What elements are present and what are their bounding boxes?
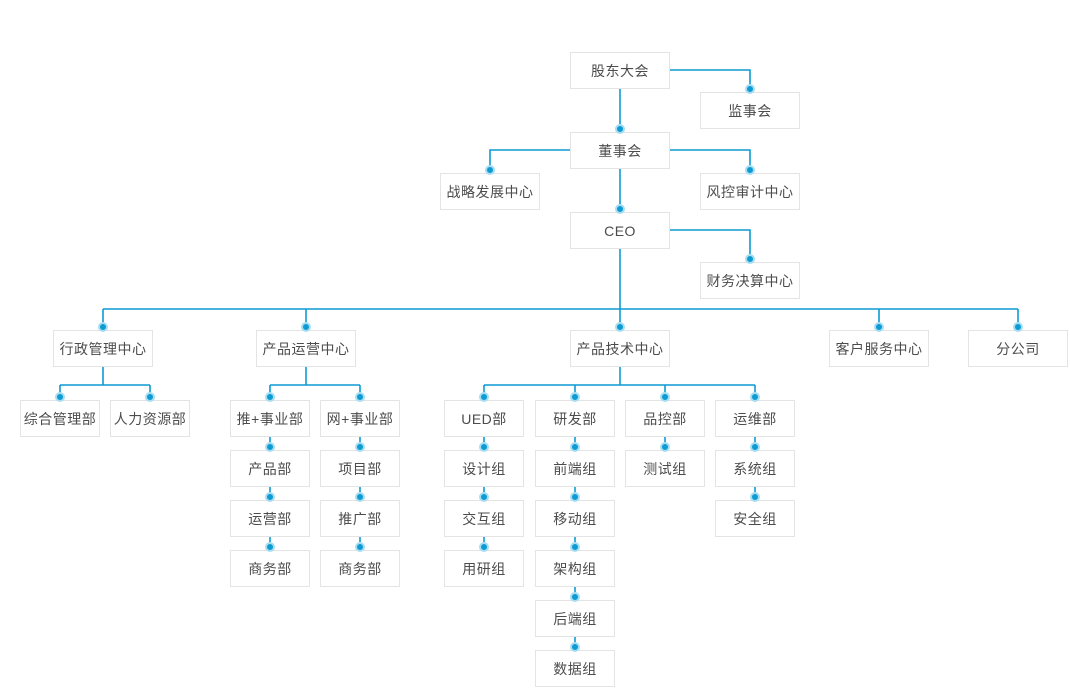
node-risk-audit-center[interactable]: 风控审计中心: [700, 173, 800, 210]
node-ceo[interactable]: CEO: [570, 212, 670, 249]
node-promotion-dept[interactable]: 推广部: [320, 500, 400, 537]
node-finance-center[interactable]: 财务决算中心: [700, 262, 800, 299]
node-product-ops-center[interactable]: 产品运营中心: [256, 330, 356, 367]
node-branch-company[interactable]: 分公司: [968, 330, 1068, 367]
node-design-group[interactable]: 设计组: [444, 450, 524, 487]
node-admin-center[interactable]: 行政管理中心: [53, 330, 153, 367]
node-testing-group[interactable]: 测试组: [625, 450, 705, 487]
node-project-dept[interactable]: 项目部: [320, 450, 400, 487]
node-product-dept[interactable]: 产品部: [230, 450, 310, 487]
node-supervisory-board[interactable]: 监事会: [700, 92, 800, 129]
node-qc-dept[interactable]: 品控部: [625, 400, 705, 437]
node-backend-group[interactable]: 后端组: [535, 600, 615, 637]
node-customer-service-center[interactable]: 客户服务中心: [829, 330, 929, 367]
node-business-dept-tui[interactable]: 商务部: [230, 550, 310, 587]
node-product-tech-center[interactable]: 产品技术中心: [570, 330, 670, 367]
node-interaction-group[interactable]: 交互组: [444, 500, 524, 537]
node-tui-division[interactable]: 推+事业部: [230, 400, 310, 437]
node-wang-division[interactable]: 网+事业部: [320, 400, 400, 437]
node-mobile-group[interactable]: 移动组: [535, 500, 615, 537]
node-data-group[interactable]: 数据组: [535, 650, 615, 687]
node-operation-dept[interactable]: 运营部: [230, 500, 310, 537]
node-frontend-group[interactable]: 前端组: [535, 450, 615, 487]
node-om-dept[interactable]: 运维部: [715, 400, 795, 437]
node-security-group[interactable]: 安全组: [715, 500, 795, 537]
node-user-research-group[interactable]: 用研组: [444, 550, 524, 587]
node-ued-dept[interactable]: UED部: [444, 400, 524, 437]
node-system-group[interactable]: 系统组: [715, 450, 795, 487]
node-general-admin-dept[interactable]: 综合管理部: [20, 400, 100, 437]
node-architecture-group[interactable]: 架构组: [535, 550, 615, 587]
node-board-of-directors[interactable]: 董事会: [570, 132, 670, 169]
node-hr-dept[interactable]: 人力资源部: [110, 400, 190, 437]
node-strategy-center[interactable]: 战略发展中心: [440, 173, 540, 210]
node-shareholders-meeting[interactable]: 股东大会: [570, 52, 670, 89]
node-business-dept-wang[interactable]: 商务部: [320, 550, 400, 587]
node-rd-dept[interactable]: 研发部: [535, 400, 615, 437]
